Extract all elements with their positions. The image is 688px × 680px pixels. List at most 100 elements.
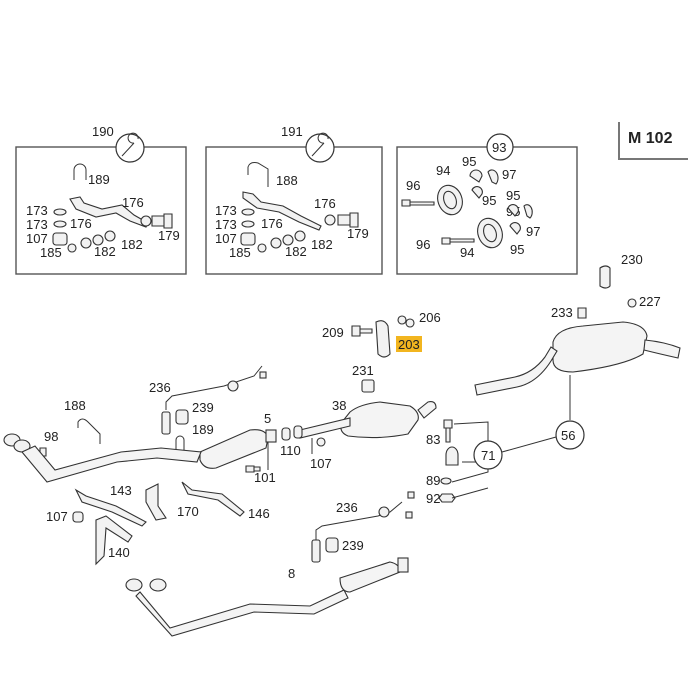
highlighted-part-label[interactable]: 203	[398, 337, 420, 352]
part-label: 143	[110, 483, 132, 498]
part-label: 189	[192, 422, 214, 437]
part-label: 206	[419, 310, 441, 325]
part-label: 97	[502, 167, 516, 182]
part-label: 239	[342, 538, 364, 553]
part-label: 176	[261, 216, 283, 231]
callout-56	[555, 420, 585, 450]
hanger-203-group[interactable]: 209 206 203 231	[322, 310, 441, 393]
part-label: 71	[481, 448, 495, 463]
rear-muffler-group[interactable]: 230 227 233 56	[474, 252, 681, 450]
part-label: 96	[406, 178, 420, 193]
part-label: 173	[26, 203, 48, 218]
part-label: 230	[621, 252, 643, 267]
part-label: 170	[177, 504, 199, 519]
part-label: 89	[426, 473, 440, 488]
part-label: 38	[332, 398, 346, 413]
part-label: 95	[482, 193, 496, 208]
lower-catalytic-converter	[339, 561, 401, 593]
part-label: 231	[352, 363, 374, 378]
front-exhaust-pipe	[21, 445, 202, 483]
part-label: 182	[285, 244, 307, 259]
kit-190-frame	[15, 146, 187, 275]
part-label: 56	[561, 428, 575, 443]
part-label: 107	[46, 509, 68, 524]
part-label: 83	[426, 432, 440, 447]
tail-pipe	[643, 339, 681, 359]
part-label: 92	[426, 491, 440, 506]
callout-71	[473, 440, 503, 470]
part-label: 182	[121, 237, 143, 252]
part-label: 236	[336, 500, 358, 515]
part-label: 146	[248, 506, 270, 521]
part-label: 188	[64, 398, 86, 413]
part-label: 227	[639, 294, 661, 309]
part-label: 236	[149, 380, 171, 395]
part-label: 107	[26, 231, 48, 246]
kit-93-circle	[486, 133, 514, 161]
part-label: 173	[215, 217, 237, 232]
part-label: 8	[288, 566, 295, 581]
kit-190[interactable]: 190 189 176 173 173 176 107 179 185 182 …	[15, 124, 187, 275]
part-label: 107	[310, 456, 332, 471]
part-label: 239	[192, 400, 214, 415]
kit-190-number: 190	[92, 124, 114, 139]
highlight-marker	[396, 336, 422, 352]
part-label: 188	[276, 173, 298, 188]
kit-191[interactable]: 191 188 176 173 173 176 107 179 185 182 …	[205, 124, 383, 275]
o2-sensor	[161, 411, 171, 435]
part-label: 97	[526, 224, 540, 239]
rear-muffler	[552, 321, 648, 373]
part-label: 233	[551, 305, 573, 320]
catalytic-converter	[199, 429, 269, 469]
kit-93[interactable]: 93 95 94 97 96 95 95 95 97 96 94 95	[396, 133, 578, 275]
kit-191-number: 191	[281, 124, 303, 139]
part-label: 209	[322, 325, 344, 340]
part-label: 95	[510, 242, 524, 257]
part-label: 5	[264, 411, 271, 426]
part-label: 176	[314, 196, 336, 211]
kit-93-frame	[396, 146, 578, 275]
wrench-icon	[115, 132, 145, 163]
wrench-icon	[305, 132, 335, 163]
rubber-hanger-230	[599, 265, 611, 289]
u-bolt	[73, 163, 87, 180]
part-label: 107	[215, 231, 237, 246]
part-label: 176	[70, 216, 92, 231]
part-label: 185	[40, 245, 62, 260]
front-pipe-assembly[interactable]: 236 239 189 5 110 101 188 98 143 170 146	[3, 365, 303, 566]
part-label: 110	[280, 443, 301, 458]
rubber-hanger-203	[375, 320, 391, 358]
bracket-143	[74, 488, 147, 527]
part-label: 176	[122, 195, 144, 210]
part-label: 101	[254, 470, 276, 485]
rear-inlet-pipe	[474, 346, 558, 396]
part-label: 179	[347, 226, 369, 241]
part-label: 94	[460, 245, 474, 260]
clamp-71-group[interactable]: 83 89 92 71	[426, 419, 557, 506]
model-label: M 102	[628, 130, 673, 147]
part-label: 182	[311, 237, 333, 252]
part-label: 98	[44, 429, 58, 444]
lower-front-pipe	[135, 589, 349, 637]
lower-pipe-assembly[interactable]: 236 239 8	[125, 491, 415, 637]
part-label: 96	[416, 237, 430, 252]
part-label: 179	[158, 228, 180, 243]
part-label: 173	[26, 217, 48, 232]
o2-sensor-lower	[311, 539, 321, 563]
kit-93-number: 93	[492, 140, 506, 155]
part-label: 185	[229, 245, 251, 260]
part-label: 95	[462, 154, 476, 169]
part-label: 173	[215, 203, 237, 218]
bracket-170	[145, 483, 167, 521]
bracket	[242, 191, 322, 231]
bracket-146	[181, 481, 245, 517]
bracket-140	[95, 515, 133, 566]
part-label: 95	[506, 188, 520, 203]
middle-muffler-group[interactable]: 38 107	[299, 398, 437, 471]
part-label: 140	[108, 545, 130, 560]
o2-sensor-wire	[165, 365, 263, 410]
part-label: 189	[88, 172, 110, 187]
kit-191-frame	[205, 146, 383, 275]
middle-muffler	[340, 401, 419, 439]
